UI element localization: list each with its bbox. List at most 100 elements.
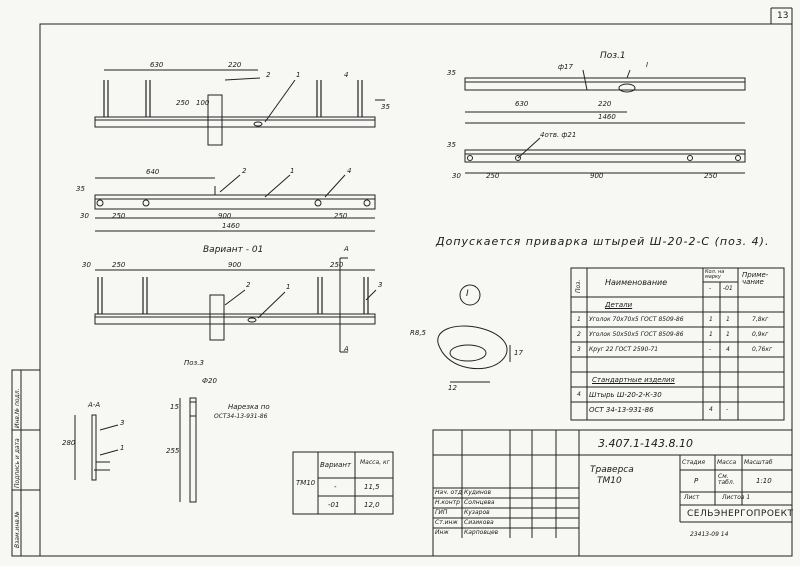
- side-sign-label: Подпись и дата: [14, 438, 21, 488]
- pos3-dim-15: 15: [170, 403, 179, 411]
- stamp-stage: Р: [694, 477, 699, 485]
- cut-label-top: А: [344, 245, 349, 253]
- weld-note: Допускается приварка штырей Ш-20-2-С (по…: [436, 235, 770, 248]
- stamp-role-4: Ст.инж: [435, 519, 458, 526]
- mass-row1-variant: -: [334, 483, 337, 491]
- side-replace-label: Взам.инв.№: [14, 511, 21, 548]
- stamp-mass-h: Масса: [717, 459, 737, 466]
- pos1-dim-630: 630: [515, 100, 529, 108]
- cut-label-bottom: А: [344, 345, 349, 353]
- pos1b-dim-30: 30: [452, 172, 461, 180]
- dim-35: 35: [381, 103, 390, 111]
- var-label-2: 2: [246, 281, 251, 289]
- spec-row2-note: 0,9кг: [752, 331, 769, 338]
- stamp-scale-h: Масштаб: [744, 459, 773, 466]
- spec-row1-a: 1: [709, 316, 713, 323]
- spec-row5-a: 4: [709, 406, 713, 413]
- stamp-name-1: Кудинов: [464, 489, 491, 496]
- stamp-name-2: Солнцева: [464, 499, 495, 506]
- pos3-thread-std: ОСТ34-13-931-86: [214, 413, 268, 420]
- pos3-dim-255: 255: [166, 447, 180, 455]
- spec-row1-pos: 1: [577, 316, 581, 323]
- stamp-code: 3.407.1-143.8.10: [598, 437, 693, 450]
- pos3-title: Поз.3: [184, 359, 204, 367]
- spec-h-qty-a: -: [709, 285, 712, 292]
- spec-row1-name: Уголок 70х70х5 ГОСТ 8509-86: [589, 316, 684, 323]
- mass-header-mass: Масса, кг: [360, 459, 390, 466]
- spec-row2-b: 1: [726, 331, 730, 338]
- stamp-bottom: 23413-09 14: [690, 531, 729, 538]
- label-1: 1: [296, 71, 301, 79]
- spec-section2: Стандартные изделия: [592, 376, 675, 384]
- spec-row1-note: 7,8кг: [752, 316, 769, 323]
- pos1-dim-220: 220: [598, 100, 612, 108]
- mass-header-variant: Вариант: [320, 461, 352, 469]
- pos1-dim-35: 35: [447, 69, 456, 77]
- mass-tag: ТМ10: [296, 479, 316, 487]
- stamp-sheets: Листов 1: [722, 494, 751, 501]
- var-dim-250: 250: [112, 261, 126, 269]
- mass-row2-variant: -01: [328, 501, 340, 509]
- pos1b-dim-900: 900: [590, 172, 604, 180]
- stamp-name1: Траверса: [590, 465, 634, 475]
- detail-dim-12: 12: [448, 384, 457, 392]
- spec-row4-pos: 4: [577, 391, 581, 398]
- pos1b-dim-250: 250: [486, 172, 500, 180]
- spec-h-note: Приме-чание: [742, 271, 769, 286]
- pos3-thread: Нарезка по: [228, 403, 270, 411]
- dim-900: 900: [218, 212, 232, 220]
- spec-row2-a: 1: [709, 331, 713, 338]
- stamp-stage-h: Стадия: [682, 459, 706, 466]
- spec-section1: Детали: [605, 301, 633, 309]
- spec-row3-a: -: [709, 346, 712, 353]
- dim-250-a: 250: [112, 212, 126, 220]
- dim-630: 630: [150, 61, 164, 69]
- label-4-mid: 4: [347, 167, 352, 175]
- section-dim: 280: [62, 439, 76, 447]
- detail-radius: R8,5: [410, 329, 426, 337]
- spec-row3-pos: 3: [577, 346, 581, 353]
- mass-row1-mass: 11,5: [364, 483, 380, 491]
- spec-row4-name: Штырь Ш-20-2-К-30: [589, 391, 662, 399]
- stamp-role-1: Нач. отд: [435, 489, 462, 496]
- spec-row2-pos: 2: [577, 331, 581, 338]
- detail-dim-17: 17: [514, 349, 523, 357]
- stamp-role-2: Н.контр: [435, 499, 460, 506]
- label-4: 4: [344, 71, 349, 79]
- stamp-name-5: Карповцев: [464, 529, 499, 536]
- spec-h-pos: Поз.: [575, 279, 582, 293]
- pos1-dim-1460: 1460: [598, 113, 616, 121]
- pos1b-note: 4отв. ф21: [540, 131, 577, 139]
- spec-row5-name: ОСТ 34-13-931-86: [589, 406, 654, 414]
- sheet-number: 13: [777, 11, 789, 21]
- stamp-mass: См. табл.: [718, 473, 735, 486]
- spec-row2-name: Уголок 50х50х5 ГОСТ 8509-86: [589, 331, 684, 338]
- stamp-scale: 1:10: [756, 477, 772, 485]
- pos1-phi: ф17: [558, 63, 573, 71]
- spec-h-qty: Кол. на марку: [705, 269, 725, 280]
- pos1b-dim-35: 35: [447, 141, 456, 149]
- dim-35-mid: 35: [76, 185, 85, 193]
- spec-h-name: Наименование: [605, 278, 668, 287]
- detail-label: I: [466, 289, 469, 299]
- pos1-title: Поз.1: [600, 51, 626, 61]
- spec-row5-b: -: [726, 406, 729, 413]
- stamp-role-3: ГИП: [435, 509, 448, 516]
- stamp-sheet: Лист: [684, 494, 700, 501]
- stamp-name2: ТМ10: [597, 476, 622, 486]
- section-title: А-А: [88, 401, 101, 409]
- dim-30-mid: 30: [80, 212, 89, 220]
- label-2: 2: [266, 71, 271, 79]
- label-1-mid: 1: [290, 167, 295, 175]
- section-label-3: 3: [120, 419, 125, 427]
- section-label-1: 1: [120, 444, 125, 452]
- dim-220: 220: [228, 61, 242, 69]
- spec-row3-b: 4: [726, 346, 730, 353]
- spec-row3-name: Круг 22 ГОСТ 2590-71: [589, 346, 659, 353]
- mass-row2-mass: 12,0: [364, 501, 380, 509]
- label-2-mid: 2: [242, 167, 247, 175]
- dim-250-b: 250: [334, 212, 348, 220]
- stamp-name-4: Сизикова: [464, 519, 494, 526]
